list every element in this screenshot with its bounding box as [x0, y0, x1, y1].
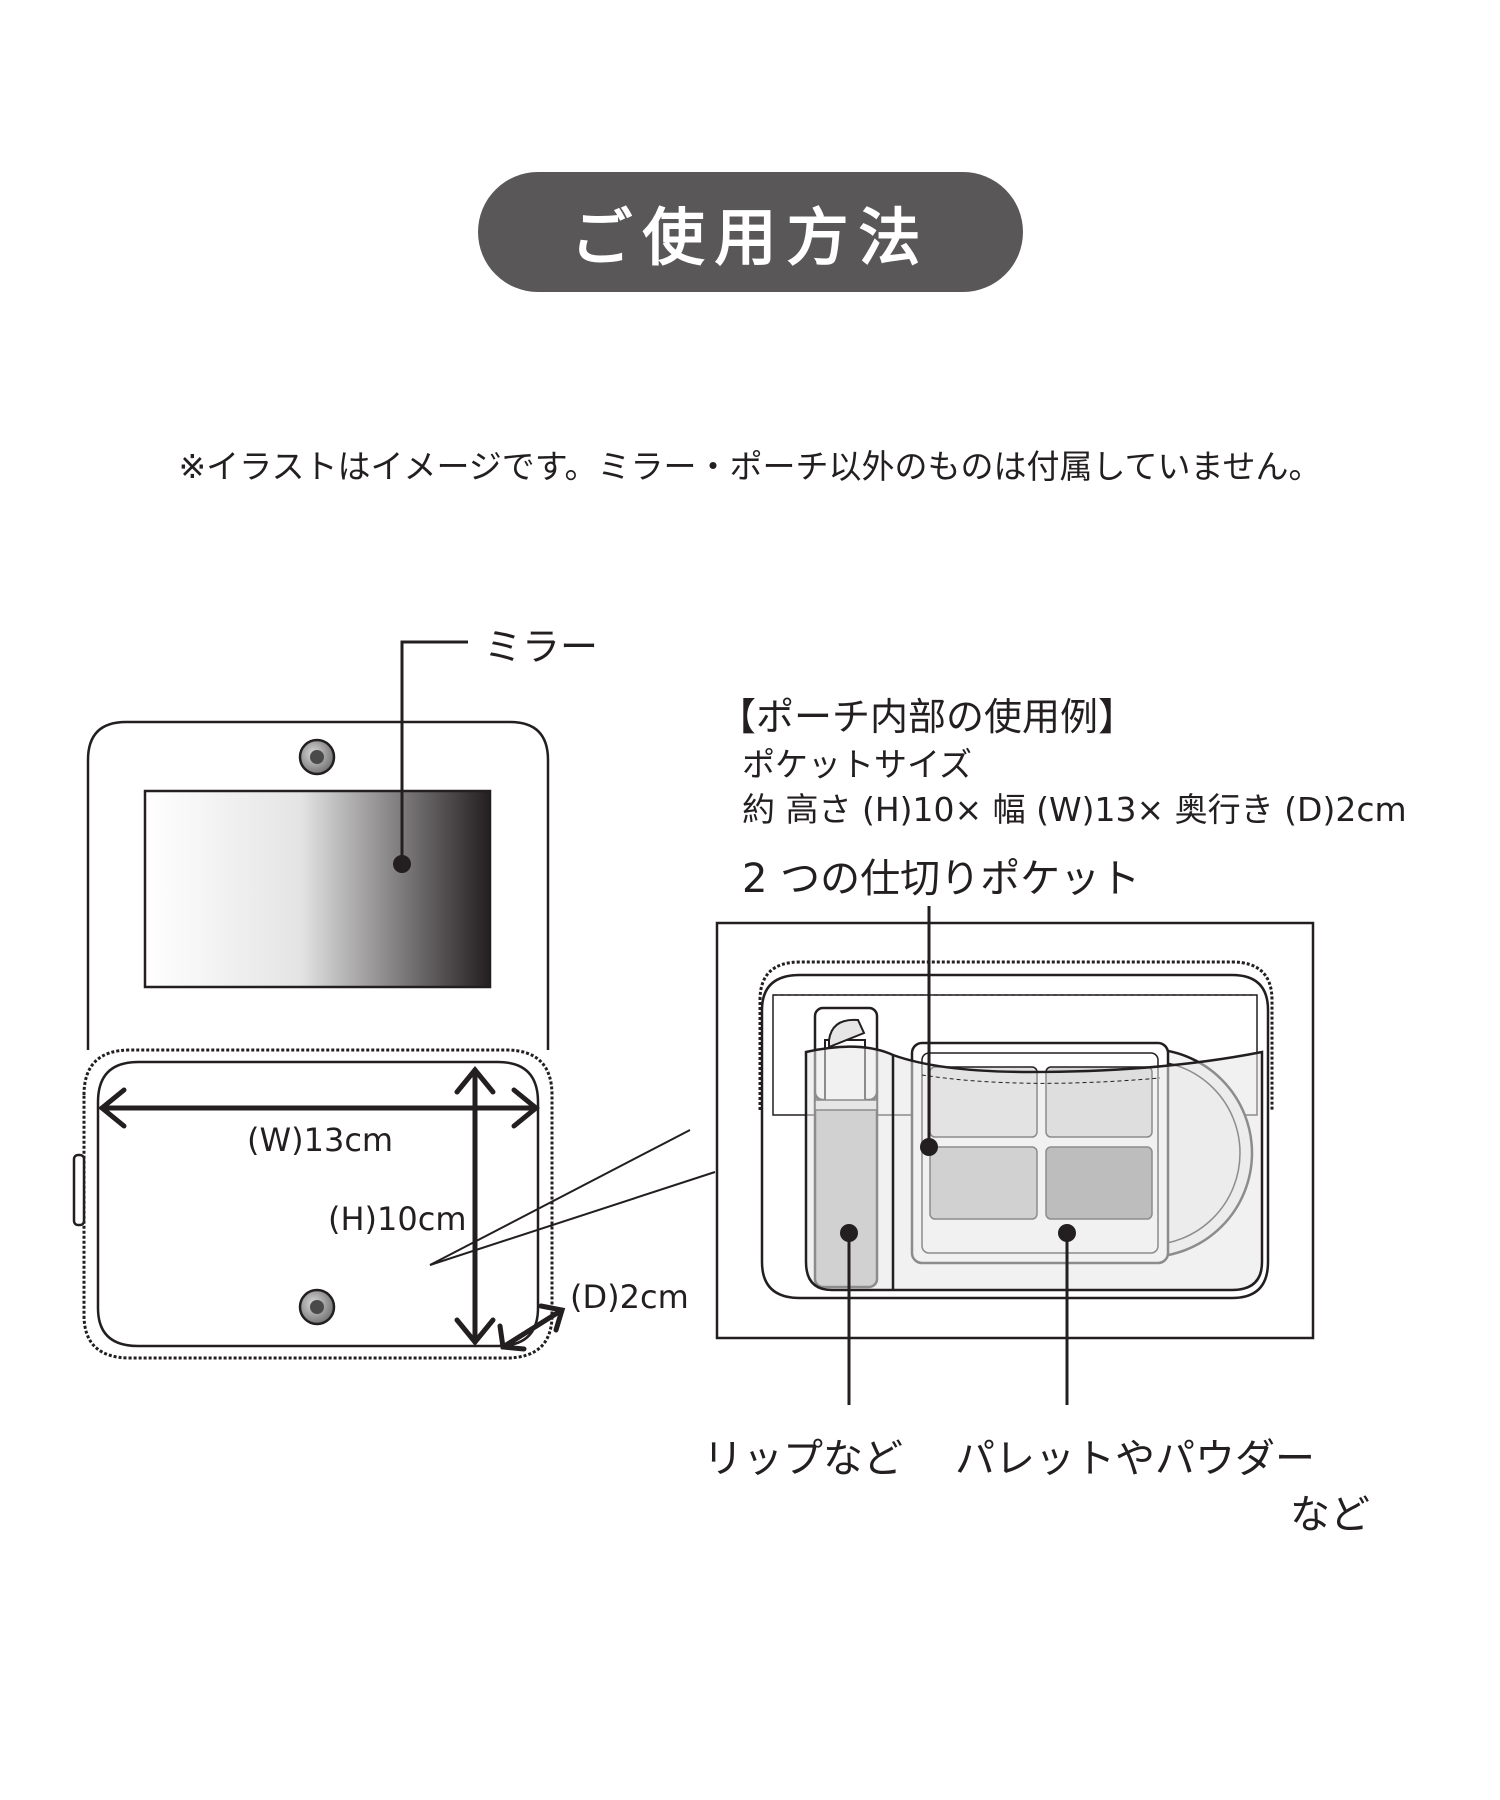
pouch-flap: [86, 720, 550, 1050]
mirror: [143, 789, 492, 989]
pocket-size-label: ポケットサイズ: [742, 745, 973, 784]
partition-pocket-label: 2 つの仕切りポケット: [742, 856, 1141, 902]
width-label: (W)13cm: [247, 1121, 394, 1159]
mirror-leader-dot: [393, 855, 411, 873]
mirror-label: ミラー: [484, 625, 599, 669]
front-pocket: [804, 1045, 1264, 1292]
inner-zipper: [758, 960, 1274, 1110]
snap-button-bottom: [298, 1288, 336, 1326]
pocket-example-heading: 【ポーチ内部の使用例】: [718, 695, 1137, 739]
lip-label: リップなど: [703, 1436, 903, 1482]
disclaimer-note: ※イラストはイメージです。ミラー・ポーチ以外のものは付属していません。: [178, 447, 1322, 486]
partition-leader: [920, 906, 938, 1156]
inner-pocket: [758, 960, 1274, 1300]
palette-label-line2: など: [1290, 1492, 1370, 1538]
snap-button-top: [298, 738, 336, 776]
zipper-pull: [72, 1153, 86, 1227]
palette-leader: [1058, 1224, 1076, 1405]
height-arrow: [454, 1066, 496, 1346]
zoom-callout-lines: [429, 1129, 716, 1266]
page-title: ご使用方法: [478, 172, 1023, 292]
height-label: (H)10cm: [328, 1200, 467, 1238]
palette-label-line1: パレットやパウダー: [955, 1436, 1315, 1482]
pouch-illustration: [72, 720, 554, 1360]
pouch-zipper: [82, 1048, 554, 1360]
pocket-size-value: 約 高さ (H)10× 幅 (W)13× 奥行き (D)2cm: [742, 790, 1407, 829]
width-arrow: [98, 1087, 540, 1129]
pouch-body: [96, 1060, 540, 1348]
depth-arrow: [497, 1303, 566, 1352]
depth-label: (D)2cm: [570, 1278, 689, 1316]
mirror-leader: [400, 640, 468, 864]
lip-leader: [840, 1224, 858, 1405]
